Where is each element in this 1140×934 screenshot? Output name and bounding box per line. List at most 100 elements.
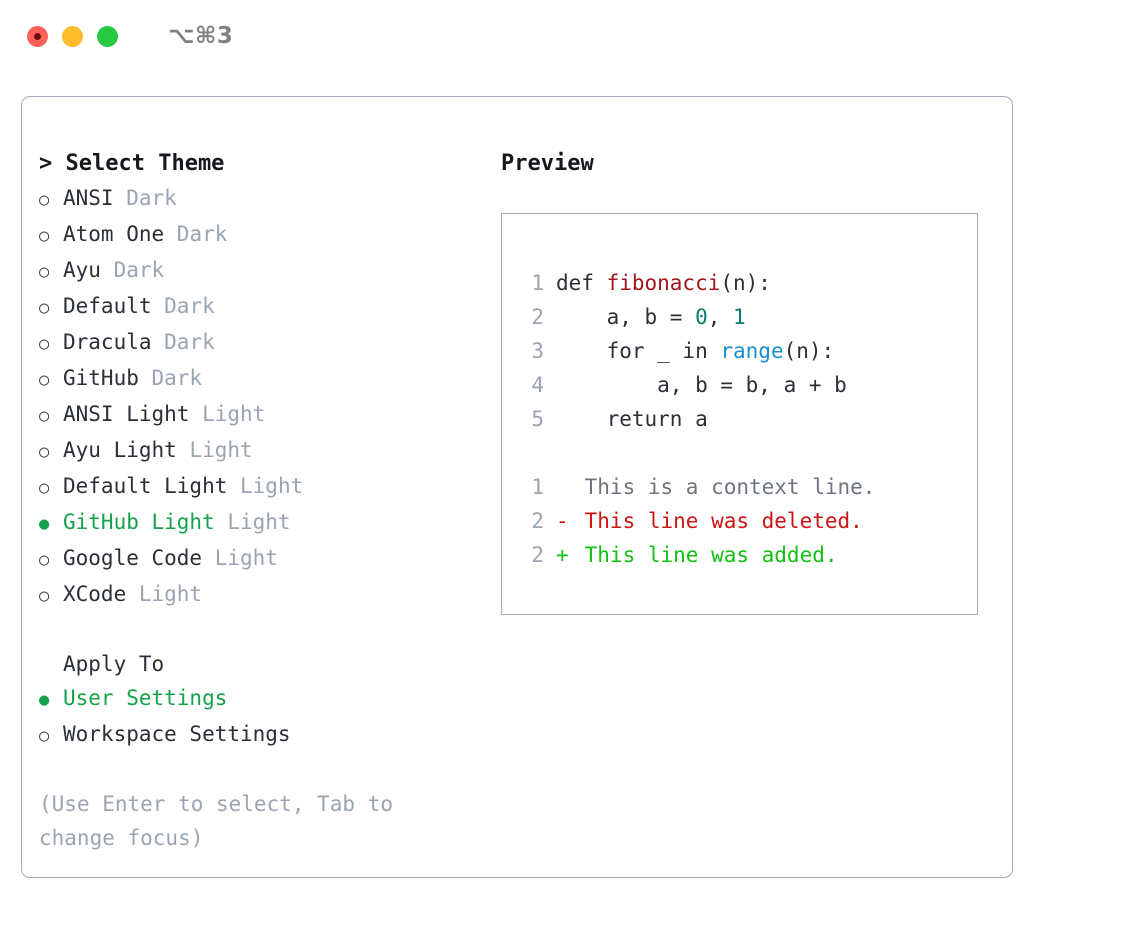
theme-option-name: GitHub bbox=[63, 366, 139, 390]
theme-option-list[interactable]: ○ANSI Dark○Atom One Dark○Ayu Dark○Defaul… bbox=[39, 181, 479, 613]
theme-option-name: Google Code bbox=[63, 546, 203, 570]
code-line: 3 for _ in range(n): bbox=[516, 334, 971, 368]
radio-unselected-icon[interactable]: ○ bbox=[39, 298, 50, 318]
theme-option-variant: Dark bbox=[100, 258, 165, 282]
title-bar: ⌥⌘3 bbox=[0, 0, 1140, 78]
code-token: range bbox=[720, 339, 784, 363]
apply-to-option-list[interactable]: ● User Settings ○ Workspace Settings bbox=[39, 681, 479, 753]
theme-option-row[interactable]: ○ANSI Dark bbox=[39, 181, 479, 217]
theme-option-row[interactable]: ○ Ayu Dark bbox=[39, 253, 479, 289]
radio-selected-icon[interactable]: ● bbox=[39, 514, 50, 534]
theme-option-name: GitHub Light bbox=[63, 510, 215, 534]
radio-unselected-icon[interactable]: ○ bbox=[39, 550, 50, 570]
radio-unselected-icon[interactable]: ○ bbox=[39, 190, 50, 210]
theme-option-variant: Light bbox=[227, 474, 304, 498]
traffic-light-controls bbox=[27, 26, 118, 47]
code-token: fibonacci bbox=[606, 271, 721, 295]
theme-option-row[interactable]: ○ Google Code Light bbox=[39, 541, 479, 577]
theme-option-row[interactable]: ○Default Light Light bbox=[39, 469, 479, 505]
diff-line: 2+ This line was added. bbox=[516, 538, 971, 572]
theme-option-row[interactable]: ○Dracula Dark bbox=[39, 325, 479, 361]
theme-option-variant: Dark bbox=[164, 222, 228, 246]
theme-option-row[interactable]: ○ Ayu Light Light bbox=[39, 433, 479, 469]
diff-line-number: 1 bbox=[531, 475, 544, 499]
theme-option-name: Default bbox=[63, 294, 152, 318]
theme-option-variant: Light bbox=[189, 402, 266, 426]
code-token: 0 bbox=[695, 305, 708, 329]
radio-unselected-icon[interactable]: ○ bbox=[39, 262, 50, 282]
theme-selector-column: > Select Theme ○ANSI Dark○Atom One Dark○… bbox=[39, 147, 479, 855]
radio-unselected-icon[interactable]: ○ bbox=[39, 334, 50, 354]
apply-to-option-name: Workspace Settings bbox=[63, 722, 291, 746]
apply-to-option-name: User Settings bbox=[63, 686, 228, 710]
code-line: 2 a, b = 0, 1 bbox=[516, 300, 971, 334]
code-token: (n): bbox=[783, 339, 835, 363]
radio-unselected-icon[interactable]: ○ bbox=[39, 586, 50, 606]
zoom-button[interactable] bbox=[97, 26, 118, 47]
radio-unselected-icon[interactable]: ○ bbox=[39, 726, 50, 746]
diff-line: 2- This line was deleted. bbox=[516, 504, 971, 538]
code-line-number: 5 bbox=[531, 407, 544, 431]
radio-unselected-icon[interactable]: ○ bbox=[39, 226, 50, 246]
code-line: 4 a, b = b, a + b bbox=[516, 368, 971, 402]
radio-unselected-icon[interactable]: ○ bbox=[39, 370, 50, 390]
code-line: 5 return a bbox=[516, 402, 971, 436]
theme-option-variant: Light bbox=[202, 546, 278, 570]
diff-line: 1 This is a context line. bbox=[516, 470, 971, 504]
code-token: a, b = b, a + b bbox=[556, 373, 847, 397]
diff-block: 1 This is a context line.2- This line wa… bbox=[516, 470, 971, 572]
theme-option-variant: Dark bbox=[151, 294, 215, 318]
code-token: (n): bbox=[720, 271, 771, 295]
diff-line-number: 2 bbox=[531, 543, 544, 567]
theme-option-name: Ayu Light bbox=[63, 438, 177, 462]
theme-option-variant: Light bbox=[126, 582, 203, 606]
apply-to-option-row[interactable]: ○ Workspace Settings bbox=[39, 717, 479, 753]
theme-option-row[interactable]: ○ GitHub Dark bbox=[39, 361, 479, 397]
code-token: a, b = bbox=[556, 305, 696, 329]
code-line-number: 4 bbox=[531, 373, 544, 397]
minimize-button[interactable] bbox=[62, 26, 83, 47]
preview-heading: Preview bbox=[501, 151, 594, 176]
theme-option-row[interactable]: ○ XCode Light bbox=[39, 577, 479, 613]
main-panel: > Select Theme ○ANSI Dark○Atom One Dark○… bbox=[21, 96, 1013, 878]
radio-unselected-icon[interactable]: ○ bbox=[39, 406, 50, 426]
theme-option-name: XCode bbox=[63, 582, 127, 606]
diff-sign: - bbox=[556, 509, 569, 533]
radio-unselected-icon[interactable]: ○ bbox=[39, 442, 50, 462]
theme-option-row[interactable]: ○ Atom One Dark bbox=[39, 217, 479, 253]
keyboard-shortcut-label: ⌥⌘3 bbox=[168, 23, 234, 49]
theme-option-name: ANSI Light bbox=[63, 402, 190, 426]
code-line-number: 3 bbox=[531, 339, 544, 363]
apply-to-label: Apply To bbox=[63, 652, 165, 676]
radio-selected-icon[interactable]: ● bbox=[39, 690, 50, 710]
theme-option-name: Dracula bbox=[63, 330, 152, 354]
theme-option-row[interactable]: ○ Default Dark bbox=[39, 289, 479, 325]
radio-unselected-icon[interactable]: ○ bbox=[39, 478, 50, 498]
theme-option-row[interactable]: ● GitHub Light Light bbox=[39, 505, 479, 541]
diff-sign: + bbox=[556, 543, 569, 567]
theme-option-row[interactable]: ○ ANSI Light Light bbox=[39, 397, 479, 433]
diff-sign bbox=[556, 470, 572, 504]
diff-line-text: This is a context line. bbox=[572, 475, 876, 499]
code-line-number: 2 bbox=[531, 305, 544, 329]
diff-line-text: This line was deleted. bbox=[572, 509, 863, 533]
theme-option-name: ANSI bbox=[63, 186, 114, 210]
theme-option-name: Atom One bbox=[63, 222, 165, 246]
theme-option-variant: Light bbox=[214, 510, 291, 534]
theme-option-variant: Dark bbox=[138, 366, 203, 390]
code-token: for _ in bbox=[556, 339, 721, 363]
close-button[interactable] bbox=[27, 26, 48, 47]
code-line-number: 1 bbox=[531, 271, 544, 295]
theme-option-variant: Light bbox=[176, 438, 253, 462]
code-token: 1 bbox=[733, 305, 746, 329]
select-theme-heading: > Select Theme bbox=[39, 151, 225, 176]
keyboard-hint-text: (Use Enter to select, Tab to change focu… bbox=[39, 792, 394, 850]
code-token: , bbox=[707, 305, 734, 329]
apply-to-option-row[interactable]: ● User Settings bbox=[39, 681, 479, 717]
theme-option-name: Ayu bbox=[63, 258, 101, 282]
